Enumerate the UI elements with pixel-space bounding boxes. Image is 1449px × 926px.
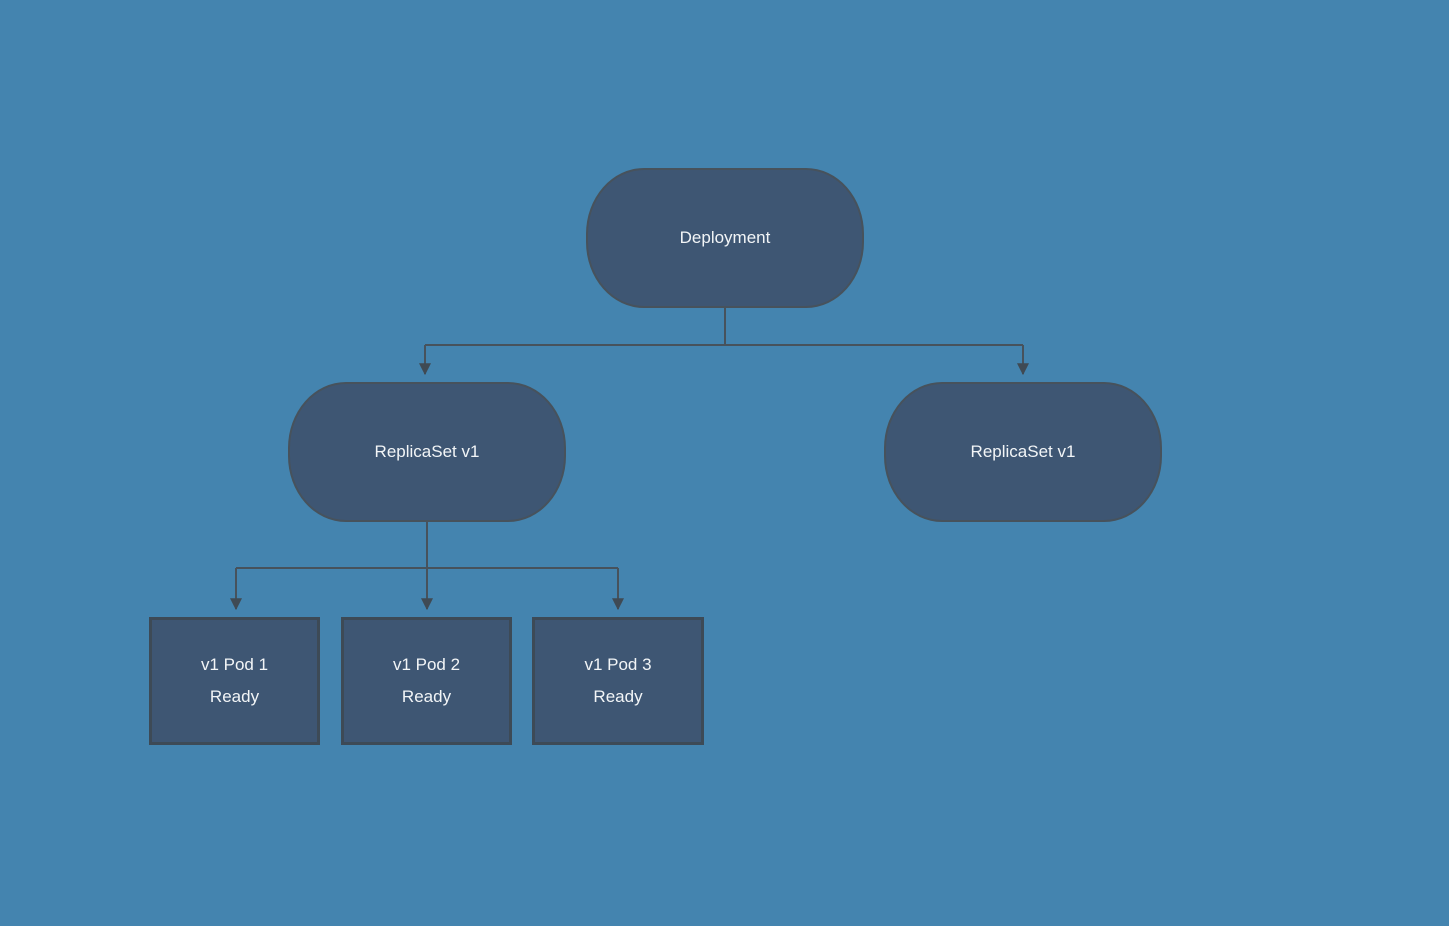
node-replicaset-v1-left: ReplicaSet v1 xyxy=(288,382,566,522)
node-pod-1: v1 Pod 1 Ready xyxy=(149,617,320,745)
node-pod-2-label: v1 Pod 2 xyxy=(392,655,461,674)
node-pod-3-status: Ready xyxy=(593,687,643,706)
node-pod-2-status: Ready xyxy=(401,687,452,706)
node-deployment: Deployment xyxy=(586,168,864,308)
node-pod-3-label: v1 Pod 3 xyxy=(584,655,652,674)
node-replicaset-v1-right-label: ReplicaSet v1 xyxy=(970,442,1076,461)
node-pod-2: v1 Pod 2 Ready xyxy=(341,617,512,745)
node-pod-1-label: v1 Pod 1 xyxy=(200,655,269,674)
node-deployment-label: Deployment xyxy=(679,228,771,247)
node-replicaset-v1-right: ReplicaSet v1 xyxy=(884,382,1162,522)
node-pod-3: v1 Pod 3 Ready xyxy=(532,617,704,745)
node-pod-1-status: Ready xyxy=(209,687,260,706)
node-replicaset-v1-left-label: ReplicaSet v1 xyxy=(374,442,480,461)
